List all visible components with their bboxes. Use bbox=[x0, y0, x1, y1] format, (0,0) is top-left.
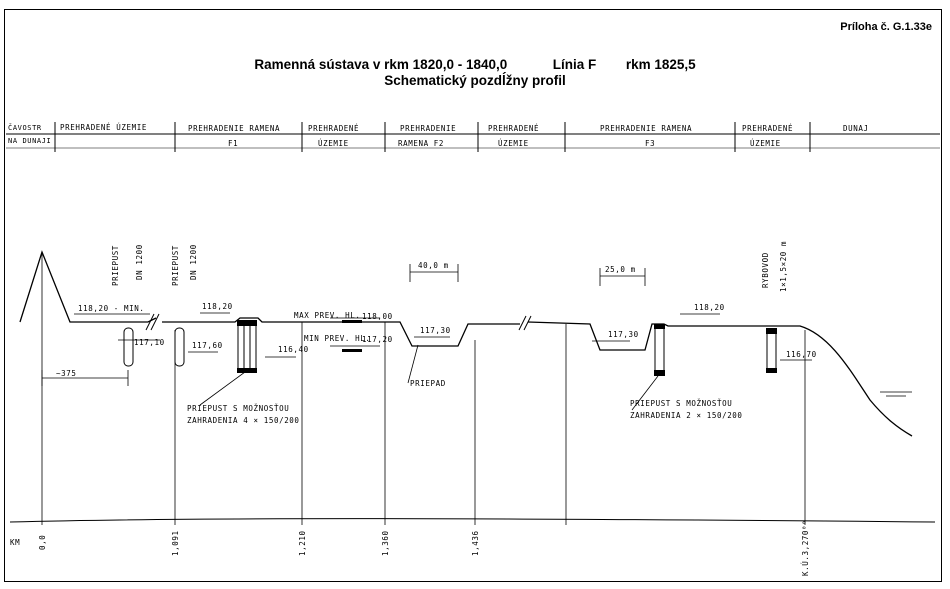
title-line-1: Ramenná sústava v rkm 1820,0 - 1840,0 Lí… bbox=[0, 57, 950, 72]
note-1-line-2: ZAHRADENIA 4 × 150/200 bbox=[187, 416, 300, 425]
note-2: PRIEPAD bbox=[410, 379, 446, 388]
culvert-3-shape bbox=[654, 325, 665, 375]
section-7-bottom: ÚZEMIE bbox=[750, 139, 781, 148]
section-4-top: PREHRADENIE bbox=[400, 124, 456, 133]
section-5-top: PREHRADENÉ bbox=[488, 124, 539, 133]
note-3-line-2: ZAHRADENIA 2 × 150/200 bbox=[630, 411, 743, 420]
leader-line-3 bbox=[631, 375, 659, 411]
dim-375-text: ~375 bbox=[56, 369, 76, 378]
dimension-labels: ~375 40,0 m 25,0 m bbox=[56, 261, 636, 378]
fishway-size: 1×1,5×20 m bbox=[779, 241, 788, 292]
break-marks bbox=[145, 313, 532, 331]
elev-118-20-a: 118,20 bbox=[202, 302, 233, 311]
elevation-labels: 118,20 - MIN. 117,10 118,20 117,60 116,4… bbox=[78, 302, 817, 359]
title-location: Ramenná sústava v rkm 1820,0 - 1840,0 bbox=[254, 57, 508, 72]
km-tick-2: 1,210 bbox=[298, 530, 307, 556]
station-lines bbox=[41, 252, 806, 525]
elev-116-40: 116,40 bbox=[278, 345, 309, 354]
km-tick-0: 0,0 bbox=[38, 535, 47, 550]
dimension-25m bbox=[599, 268, 646, 286]
section-labels: ČAVOSTR NA DUNAJI PREHRADENÉ ÚZEMIE PREH… bbox=[8, 123, 869, 148]
fishway-label: RYBOVOD bbox=[761, 252, 770, 288]
title-line-2: Schematický pozdĺžny profil bbox=[384, 73, 566, 88]
section-3-bottom: ÚZEMIE bbox=[318, 139, 349, 148]
notes: PRIEPUST S MOŽNOSŤOU ZAHRADENIA 4 × 150/… bbox=[187, 379, 743, 425]
section-1-top: PREHRADENÉ ÚZEMIE bbox=[60, 123, 147, 132]
leader-line-2 bbox=[407, 344, 419, 384]
elevation-markers bbox=[74, 312, 812, 361]
culvert-2-dn: DN 1200 bbox=[189, 244, 198, 280]
section-3-top: PREHRADENÉ bbox=[308, 124, 359, 133]
km-tick-3: 1,360 bbox=[381, 530, 390, 556]
elev-118-20-b: 118,20 bbox=[694, 303, 725, 312]
dimension-375 bbox=[41, 370, 129, 386]
weir-culvert-shape bbox=[237, 321, 257, 373]
dimension-40m bbox=[409, 264, 459, 282]
section-2-top: PREHRADENIE RAMENA bbox=[188, 124, 280, 133]
elev-117-60: 117,60 bbox=[192, 341, 223, 350]
culvert-2-shape bbox=[174, 327, 185, 367]
km-axis-label: KM bbox=[10, 538, 20, 547]
min-water-label: MIN PREV. HL. bbox=[304, 334, 371, 343]
dim-25m-text: 25,0 m bbox=[605, 265, 636, 274]
max-water-label: MAX PREV. HL. bbox=[294, 311, 361, 320]
title-line: Línia F bbox=[552, 57, 597, 72]
section-0-top: ČAVOSTR bbox=[8, 123, 42, 132]
elev-118-00: 118,00 bbox=[362, 312, 393, 321]
km-tick-5: K.Ú.3,270⁰⁰ bbox=[801, 520, 810, 576]
section-0-bottom: NA DUNAJI bbox=[8, 137, 51, 145]
fishway-shape bbox=[766, 329, 777, 373]
gate-blocks bbox=[237, 320, 777, 376]
vertical-labels: PRIEPUST DN 1200 PRIEPUST DN 1200 RYBOVO… bbox=[111, 241, 788, 292]
elev-117-30-b: 117,30 bbox=[608, 330, 639, 339]
km-tick-1: 1,091 bbox=[171, 530, 180, 556]
section-2-bottom: F1 bbox=[228, 139, 238, 148]
section-6-bottom: F3 bbox=[645, 139, 655, 148]
elev-117-10: 117,10 bbox=[134, 338, 165, 347]
annex-label: Príloha č. G.1.33e bbox=[840, 21, 932, 33]
title-rkm: rkm 1825,5 bbox=[625, 57, 696, 72]
drawing-frame bbox=[4, 9, 942, 582]
section-8-top: DUNAJ bbox=[843, 124, 869, 133]
dim-40m-text: 40,0 m bbox=[418, 261, 449, 270]
note-3-line-1: PRIEPUST S MOŽNOSŤOU bbox=[630, 399, 732, 408]
section-5-bottom: ÚZEMIE bbox=[498, 139, 529, 148]
elev-116-70: 116,70 bbox=[786, 350, 817, 359]
culvert-1-dn: DN 1200 bbox=[135, 244, 144, 280]
elev-117-30-a: 117,30 bbox=[420, 326, 451, 335]
section-7-top: PREHRADENÉ bbox=[742, 124, 793, 133]
culvert-1-label: PRIEPUST bbox=[111, 245, 120, 286]
section-4-bottom: RAMENA F2 bbox=[398, 139, 444, 148]
culvert-2-label: PRIEPUST bbox=[171, 245, 180, 286]
km-baseline bbox=[9, 518, 936, 523]
section-dividers bbox=[54, 122, 811, 152]
km-axis-labels: KM 0,0 1,091 1,210 1,360 1,436 K.Ú.3,270… bbox=[10, 520, 810, 576]
km-tick-4: 1,436 bbox=[471, 530, 480, 556]
leader-line-1 bbox=[199, 371, 246, 406]
note-1-line-1: PRIEPUST S MOŽNOSŤOU bbox=[187, 404, 289, 413]
section-6-top: PREHRADENIE RAMENA bbox=[600, 124, 692, 133]
water-level-symbol bbox=[880, 391, 912, 397]
elev-117-20: 117,20 bbox=[362, 335, 393, 344]
elev-118-20-min: 118,20 - MIN. bbox=[78, 304, 145, 313]
culvert-1-shape bbox=[123, 327, 134, 367]
